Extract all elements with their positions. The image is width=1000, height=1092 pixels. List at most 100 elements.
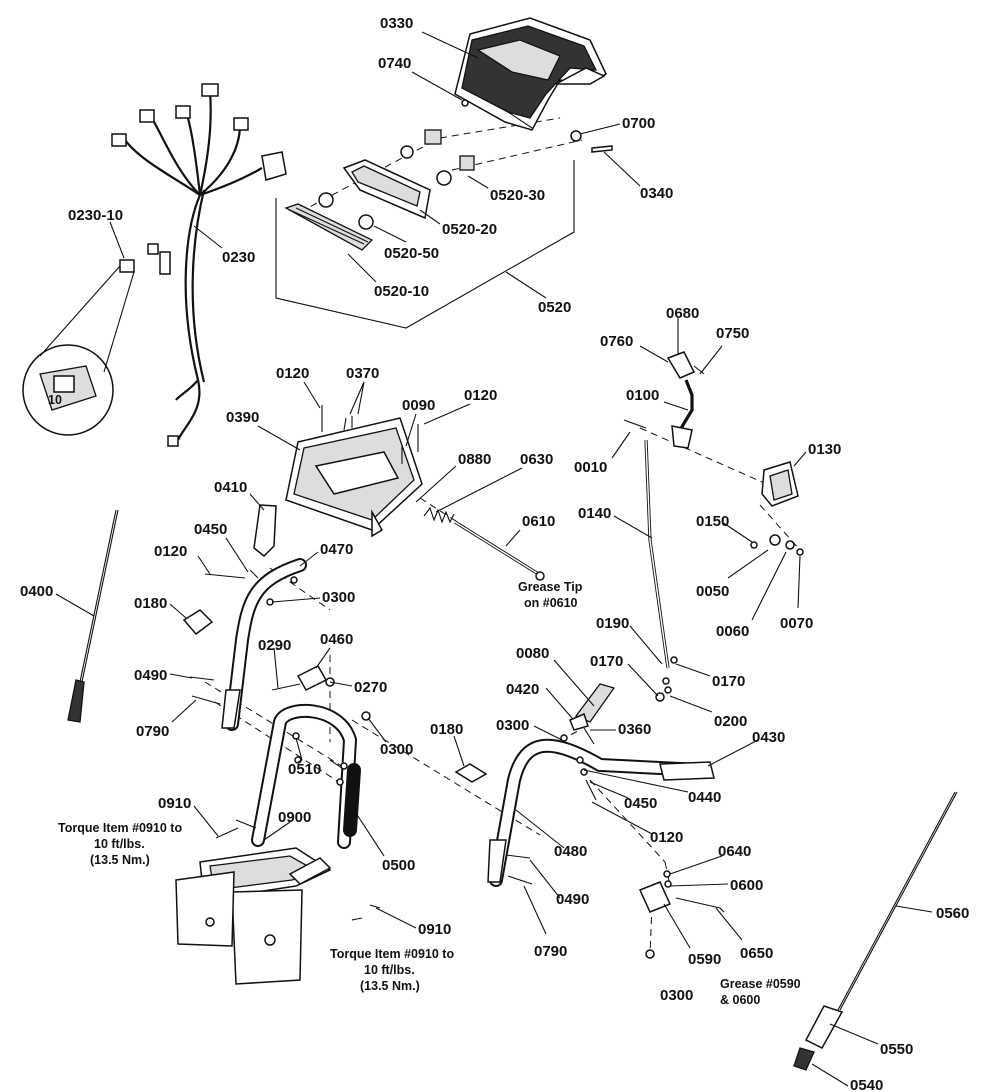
part-label: 0330 xyxy=(380,15,413,32)
spring-and-rod xyxy=(423,506,545,581)
grease-tip-note: on #0610 xyxy=(524,596,578,610)
part-label: 0600 xyxy=(730,877,763,894)
part-label: 0130 xyxy=(808,441,841,458)
part-label: 0490 xyxy=(556,891,589,908)
chassis-plates xyxy=(175,819,381,985)
part-label: 0560 xyxy=(936,905,969,922)
part-label: 0300 xyxy=(496,717,529,734)
part-label: 0370 xyxy=(346,365,379,382)
part-label: 0340 xyxy=(640,185,673,202)
light-assembly xyxy=(275,99,613,329)
part-label: 0880 xyxy=(458,451,491,468)
part-label: 0120 xyxy=(276,365,309,382)
grease-tip-note: Grease Tip xyxy=(518,580,583,594)
part-label: 0430 xyxy=(752,729,785,746)
part-label: 0510 xyxy=(288,761,321,778)
part-label: 0520 xyxy=(538,299,571,316)
part-label: 0520-50 xyxy=(384,245,439,262)
torque-note: (13.5 Nm.) xyxy=(90,853,150,867)
cable-left xyxy=(67,509,119,723)
part-label: 0490 xyxy=(134,667,167,684)
torque-note: (13.5 Nm.) xyxy=(360,979,420,993)
part-label: 0300 xyxy=(660,987,693,1004)
part-label: 0700 xyxy=(622,115,655,132)
part-label: 0910 xyxy=(158,795,191,812)
part-label: 0520-30 xyxy=(490,187,545,204)
part-label: 0360 xyxy=(618,721,651,738)
part-label: 0390 xyxy=(226,409,259,426)
part-label: 0400 xyxy=(20,583,53,600)
torque-note: Torque Item #0910 to xyxy=(330,947,454,961)
part-label: 0760 xyxy=(600,333,633,350)
part-label: 0120 xyxy=(154,543,187,560)
part-label: 0180 xyxy=(134,595,167,612)
part-label: 0910 xyxy=(418,921,451,938)
part-label: 0790 xyxy=(534,943,567,960)
fuse-marking: 10 xyxy=(48,393,62,407)
cable-right xyxy=(793,791,958,1071)
torque-note: 10 ft/lbs. xyxy=(364,963,415,977)
part-label: 0450 xyxy=(624,795,657,812)
console-bracket xyxy=(285,405,423,538)
part-label: 0010 xyxy=(574,459,607,476)
part-label: 0120 xyxy=(464,387,497,404)
torque-note: Torque Item #0910 to xyxy=(58,821,182,835)
part-label: 0090 xyxy=(402,397,435,414)
part-label: 0230 xyxy=(222,249,255,266)
part-label: 0450 xyxy=(194,521,227,538)
part-label: 0790 xyxy=(136,723,169,740)
part-label: 0480 xyxy=(554,843,587,860)
part-label: 0170 xyxy=(590,653,623,670)
part-label: 0900 xyxy=(278,809,311,826)
right-handle xyxy=(454,683,715,887)
part-label: 0500 xyxy=(382,857,415,874)
part-label: 0650 xyxy=(740,945,773,962)
part-label: 0750 xyxy=(716,325,749,342)
assembly-notes: Grease Tip on #0610 Torque Item #0910 to… xyxy=(58,580,801,1007)
part-label: 0300 xyxy=(322,589,355,606)
crank-bracket xyxy=(638,870,725,959)
shift-linkage xyxy=(623,351,804,702)
part-label: 0270 xyxy=(354,679,387,696)
part-label: 0680 xyxy=(666,305,699,322)
part-label: 0120 xyxy=(650,829,683,846)
part-label: 0420 xyxy=(506,681,539,698)
part-label: 0470 xyxy=(320,541,353,558)
part-label: 0230-10 xyxy=(68,207,123,224)
part-label: 0200 xyxy=(714,713,747,730)
small-bracket xyxy=(271,665,335,691)
part-label: 0550 xyxy=(880,1041,913,1058)
left-handle xyxy=(182,504,307,731)
part-label: 0150 xyxy=(696,513,729,530)
grease-note: Grease #0590 xyxy=(720,977,801,991)
grease-note: & 0600 xyxy=(720,993,760,1007)
part-label: 0180 xyxy=(430,721,463,738)
part-label: 0440 xyxy=(688,789,721,806)
part-label: 0410 xyxy=(214,479,247,496)
part-label: 0740 xyxy=(378,55,411,72)
part-label: 0520-20 xyxy=(442,221,497,238)
part-label: 0050 xyxy=(696,583,729,600)
torque-note: 10 ft/lbs. xyxy=(94,837,145,851)
part-label: 0060 xyxy=(716,623,749,640)
part-label: 0080 xyxy=(516,645,549,662)
leader-lines xyxy=(55,31,933,1087)
part-labels: 0330 0740 0700 0340 0520-30 0520-20 0520… xyxy=(20,15,969,1092)
part-label: 0140 xyxy=(578,505,611,522)
part-label: 0630 xyxy=(520,451,553,468)
part-label: 0640 xyxy=(718,843,751,860)
part-label: 0540 xyxy=(850,1077,883,1092)
console-cover xyxy=(454,17,607,131)
part-label: 0100 xyxy=(626,387,659,404)
part-label: 0190 xyxy=(596,615,629,632)
fuse-detail: 10 xyxy=(22,259,135,436)
part-label: 0290 xyxy=(258,637,291,654)
part-label: 0460 xyxy=(320,631,353,648)
part-label: 0300 xyxy=(380,741,413,758)
part-label: 0590 xyxy=(688,951,721,968)
part-label: 0170 xyxy=(712,673,745,690)
part-label: 0070 xyxy=(780,615,813,632)
part-label: 0610 xyxy=(522,513,555,530)
